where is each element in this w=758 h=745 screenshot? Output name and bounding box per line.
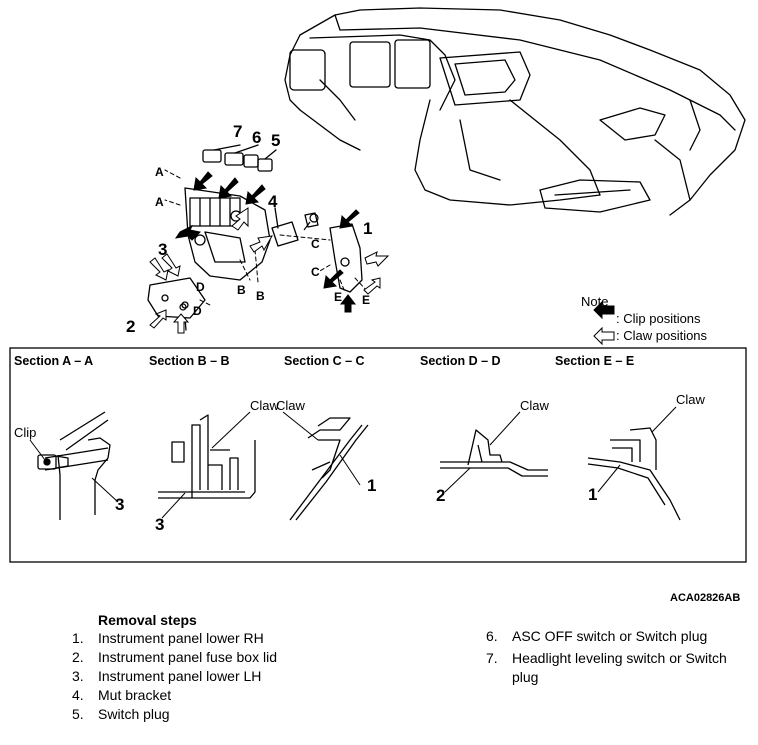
section-box [9, 347, 747, 563]
marker-d-bottom: D [193, 304, 202, 318]
section-cc-callout: 1 [367, 476, 377, 495]
section-aa-callout: 3 [115, 495, 125, 514]
step-text: Mut bracket [98, 687, 172, 703]
section-ee-claw-label: Claw [676, 392, 705, 407]
note-claw-label: : Claw positions [616, 328, 708, 343]
removal-step: 4. Mut bracket [72, 686, 277, 705]
marker-a-top: A [155, 165, 164, 179]
callout-2: 2 [126, 317, 136, 336]
section-aa-clip-label: Clip [14, 425, 37, 440]
section-ee-title: Section E – E [555, 354, 635, 368]
removal-step: 3. Instrument panel lower LH [72, 667, 277, 686]
step-number: 5. [72, 706, 84, 722]
removal-step: 5. Switch plug [72, 705, 277, 724]
note-clip-label: : Clip positions [616, 311, 701, 326]
callout-3: 3 [158, 240, 168, 259]
callout-6: 6 [252, 128, 262, 147]
step-text: Switch plug [98, 706, 170, 722]
step-text: Instrument panel lower LH [98, 668, 262, 684]
section-bb-title: Section B – B [149, 354, 230, 368]
step-number: 2. [72, 649, 84, 665]
removal-steps-right: 6. ASC OFF switch or Switch plug 7. Headli… [486, 627, 748, 687]
marker-e-left: E [334, 290, 343, 304]
clip-arrows [174, 171, 615, 320]
step-number: 4. [72, 687, 84, 703]
section-cc-drawing [289, 417, 369, 521]
marker-e-right: E [362, 293, 371, 307]
callout-5: 5 [271, 131, 281, 150]
callout-1: 1 [363, 219, 373, 238]
callout-4: 4 [268, 192, 278, 211]
claw-arrows [149, 207, 615, 346]
section-cc-title: Section C – C [284, 354, 365, 368]
section-dd-claw-label: Claw [520, 398, 549, 413]
section-bb-drawing [158, 414, 256, 499]
section-bb-callout: 3 [155, 515, 165, 534]
step-text: Instrument panel fuse box lid [98, 649, 277, 665]
switch-parts-drawing [202, 144, 277, 172]
callout-7: 7 [233, 122, 243, 141]
lower-rh-panel-drawing [329, 223, 363, 293]
section-dd-callout: 2 [436, 486, 446, 505]
section-ee-callout: 1 [588, 485, 598, 504]
marker-c-bottom: C [311, 265, 320, 279]
step-number: 6. [486, 628, 498, 644]
section-dd-drawing [440, 429, 548, 477]
instrument-panel-drawing [284, 7, 746, 216]
step-text: ASC OFF switch or Switch plug [512, 628, 708, 644]
marker-c-top: C [311, 237, 320, 251]
marker-d-top: D [196, 280, 205, 294]
removal-step: 7. Headlight leveling switch or Switch pl… [486, 649, 748, 687]
step-number: 3. [72, 668, 84, 684]
step-number: 7. [486, 650, 498, 666]
mut-bracket-drawing [271, 207, 319, 247]
removal-step: 2. Instrument panel fuse box lid [72, 648, 277, 667]
section-aa-title: Section A – A [14, 354, 94, 368]
step-number: 1. [72, 630, 84, 646]
section-aa-drawing [37, 411, 111, 520]
step-text: Instrument panel lower RH [98, 630, 264, 646]
removal-step: 1. Instrument panel lower RH [72, 629, 277, 648]
marker-a-bottom: A [155, 195, 164, 209]
step-text: Headlight leveling switch or Switch plug [512, 650, 727, 685]
removal-steps-left: 1. Instrument panel lower RH 2. Instrument… [72, 629, 277, 724]
section-cc-claw-label: Claw [276, 398, 305, 413]
section-dd-title: Section D – D [420, 354, 501, 368]
note-title: Note [581, 294, 609, 309]
marker-b-left: B [237, 283, 246, 297]
section-bb-claw-label: Claw [250, 398, 279, 413]
section-ee-drawing [587, 427, 681, 521]
marker-b-right: B [256, 289, 265, 303]
figure-code: ACA02826AB [670, 592, 741, 604]
removal-steps-title: Removal steps [98, 612, 197, 628]
removal-step: 6. ASC OFF switch or Switch plug [486, 627, 748, 646]
